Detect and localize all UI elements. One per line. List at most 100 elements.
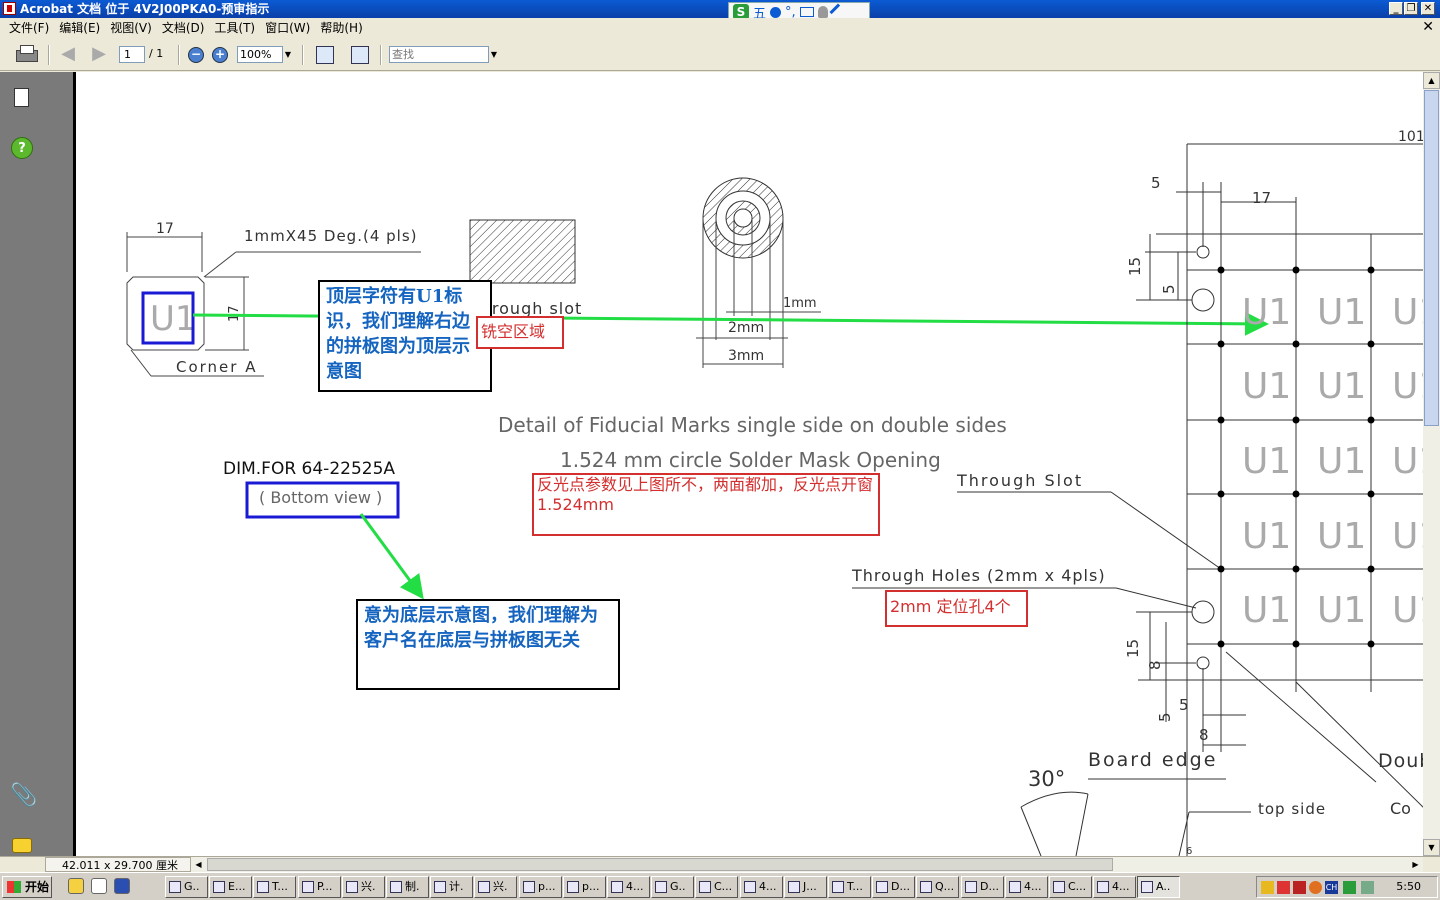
moon-icon[interactable] bbox=[770, 6, 782, 18]
taskbar-task-button[interactable]: 4... bbox=[740, 876, 783, 898]
tray-network-icon[interactable] bbox=[1361, 881, 1374, 894]
taskbar-task-button[interactable]: 兴. bbox=[342, 876, 385, 898]
search-dropdown-arrow[interactable]: ▼ bbox=[490, 50, 498, 59]
tray-close-icon[interactable] bbox=[1293, 881, 1306, 894]
zoom-out-icon[interactable]: − bbox=[188, 47, 204, 63]
taskbar-task-button[interactable]: G.. bbox=[651, 876, 694, 898]
taskbar-task-button[interactable]: 兴. bbox=[474, 876, 517, 898]
dim-2mm: 2mm bbox=[728, 320, 764, 336]
panel-grid bbox=[852, 143, 1423, 856]
document-close-button[interactable]: ✕ bbox=[1422, 19, 1434, 35]
task-app-icon bbox=[390, 881, 402, 893]
menu-edit[interactable]: 编辑(E) bbox=[59, 21, 101, 35]
tray-app-icon[interactable] bbox=[1261, 881, 1274, 894]
menu-window[interactable]: 窗口(W) bbox=[265, 21, 311, 35]
quicklaunch-clock-icon[interactable] bbox=[68, 878, 84, 894]
menu-help[interactable]: 帮助(H) bbox=[320, 21, 363, 35]
restore-button[interactable]: ❐ bbox=[1404, 2, 1418, 15]
dim-for-label: DIM.FOR 64-22525A bbox=[223, 459, 395, 479]
task-label: G.. bbox=[670, 880, 686, 893]
task-app-icon bbox=[213, 881, 225, 893]
menu-file[interactable]: 文件(F) bbox=[9, 21, 50, 35]
taskbar-task-button[interactable]: T... bbox=[828, 876, 871, 898]
taskbar-task-button[interactable]: 4... bbox=[607, 876, 650, 898]
task-app-icon bbox=[567, 881, 579, 893]
scroll-up-arrow[interactable]: ▲ bbox=[1423, 72, 1440, 89]
attachment-icon[interactable]: 📎 bbox=[10, 783, 38, 808]
taskbar-task-button[interactable]: 4... bbox=[1093, 876, 1136, 898]
zoom-in-icon[interactable]: + bbox=[212, 47, 228, 63]
ime-mode[interactable]: 五 bbox=[753, 6, 767, 22]
scroll-left-arrow[interactable]: ◀ bbox=[195, 860, 202, 869]
taskbar-task-button[interactable]: D... bbox=[872, 876, 915, 898]
fit-width-icon[interactable] bbox=[351, 46, 369, 64]
taskbar-task-button[interactable]: P... bbox=[298, 876, 341, 898]
horizontal-scrollbar[interactable]: ◀ ▶ bbox=[191, 857, 1423, 872]
quicklaunch-notepad-icon[interactable] bbox=[91, 878, 107, 894]
taskbar-task-button[interactable]: 制. bbox=[386, 876, 429, 898]
user-icon[interactable] bbox=[817, 6, 828, 18]
taskbar-task-button[interactable]: D... bbox=[961, 876, 1004, 898]
document-viewport[interactable]: 17 1mmX45 Deg.(4 pls) U1 17 Corner A Thr… bbox=[45, 72, 1423, 856]
engineering-drawing: 17 1mmX45 Deg.(4 pls) U1 17 Corner A Thr… bbox=[126, 129, 1423, 856]
window-title-bar: Acrobat 文档 位于 4V2J00PKA0-预审指示 _ ❐ ✕ bbox=[0, 0, 1440, 18]
taskbar-task-button[interactable]: p... bbox=[519, 876, 562, 898]
taskbar: 开始 G..E...T...P...兴.制.计.兴.p...p...4...G.… bbox=[0, 872, 1440, 900]
ime-punct[interactable]: °, bbox=[785, 4, 796, 20]
tray-sogou-icon[interactable] bbox=[1343, 881, 1356, 894]
menu-view[interactable]: 视图(V) bbox=[110, 21, 152, 35]
fit-page-icon[interactable] bbox=[316, 46, 334, 64]
dim-5-bottom-vertical: 5 bbox=[1156, 712, 1174, 722]
quicklaunch-browser-icon[interactable] bbox=[114, 878, 130, 894]
vertical-scroll-thumb[interactable] bbox=[1424, 90, 1439, 426]
panel-u1: U1 bbox=[1242, 590, 1291, 631]
close-button[interactable]: ✕ bbox=[1421, 2, 1435, 15]
task-app-icon bbox=[699, 881, 711, 893]
start-button[interactable]: 开始 bbox=[2, 876, 52, 898]
next-page-icon[interactable]: ▶ bbox=[92, 43, 106, 64]
minimize-button[interactable]: _ bbox=[1389, 2, 1403, 15]
dim-17-top: 17 bbox=[1252, 189, 1271, 207]
horizontal-scroll-thumb[interactable] bbox=[207, 858, 1113, 871]
taskbar-task-button[interactable]: Q... bbox=[916, 876, 959, 898]
menu-tools[interactable]: 工具(T) bbox=[214, 21, 256, 35]
tray-antivirus-icon[interactable] bbox=[1277, 881, 1290, 894]
panel-u1: U1 bbox=[1317, 590, 1366, 631]
search-input[interactable]: 查找 bbox=[389, 46, 489, 63]
taskbar-task-button[interactable]: C... bbox=[1049, 876, 1092, 898]
taskbar-task-button[interactable]: 4... bbox=[1005, 876, 1048, 898]
fiducial-title: Detail of Fiducial Marks single side on … bbox=[498, 413, 1007, 437]
print-icon[interactable] bbox=[14, 43, 38, 65]
comments-icon[interactable] bbox=[10, 834, 34, 858]
task-app-icon bbox=[1009, 881, 1021, 893]
panel-u1: U1 bbox=[1242, 516, 1291, 557]
vertical-scrollbar[interactable]: ▲ ▼ bbox=[1423, 72, 1440, 856]
task-label: 4... bbox=[1112, 880, 1130, 893]
taskbar-task-button[interactable]: J... bbox=[784, 876, 827, 898]
zoom-level-input[interactable]: 100% bbox=[237, 46, 283, 63]
tray-circle-icon[interactable] bbox=[1309, 881, 1322, 894]
menu-document[interactable]: 文档(D) bbox=[161, 21, 205, 35]
page-number-input[interactable]: 1 bbox=[119, 46, 145, 63]
green-arrow-to-bottom-note bbox=[359, 513, 424, 600]
scroll-right-arrow[interactable]: ▶ bbox=[1412, 860, 1419, 869]
zoom-dropdown-arrow[interactable]: ▼ bbox=[284, 50, 292, 59]
taskbar-task-button[interactable]: A.. bbox=[1137, 876, 1180, 898]
taskbar-task-button[interactable]: E... bbox=[209, 876, 252, 898]
scroll-down-arrow[interactable]: ▼ bbox=[1423, 839, 1440, 856]
tray-language-icon[interactable]: CH bbox=[1325, 881, 1338, 894]
u1-label-small: U1 bbox=[150, 299, 197, 339]
taskbar-task-button[interactable]: C... bbox=[695, 876, 738, 898]
pages-icon[interactable] bbox=[10, 86, 34, 110]
help-icon[interactable]: ? bbox=[11, 137, 33, 159]
fiducial-note: 反光点参数见上图所不，两面都加，反光点开窗1.524mm bbox=[532, 473, 880, 536]
taskbar-task-button[interactable]: p... bbox=[563, 876, 606, 898]
task-label: T... bbox=[272, 880, 288, 893]
previous-page-icon[interactable]: ◀ bbox=[61, 43, 75, 64]
taskbar-task-button[interactable]: 计. bbox=[430, 876, 473, 898]
panel-u1: U1 bbox=[1317, 441, 1366, 482]
keyboard-icon[interactable] bbox=[799, 7, 814, 17]
task-label: G.. bbox=[184, 880, 200, 893]
taskbar-task-button[interactable]: T... bbox=[253, 876, 296, 898]
taskbar-task-button[interactable]: G.. bbox=[165, 876, 208, 898]
